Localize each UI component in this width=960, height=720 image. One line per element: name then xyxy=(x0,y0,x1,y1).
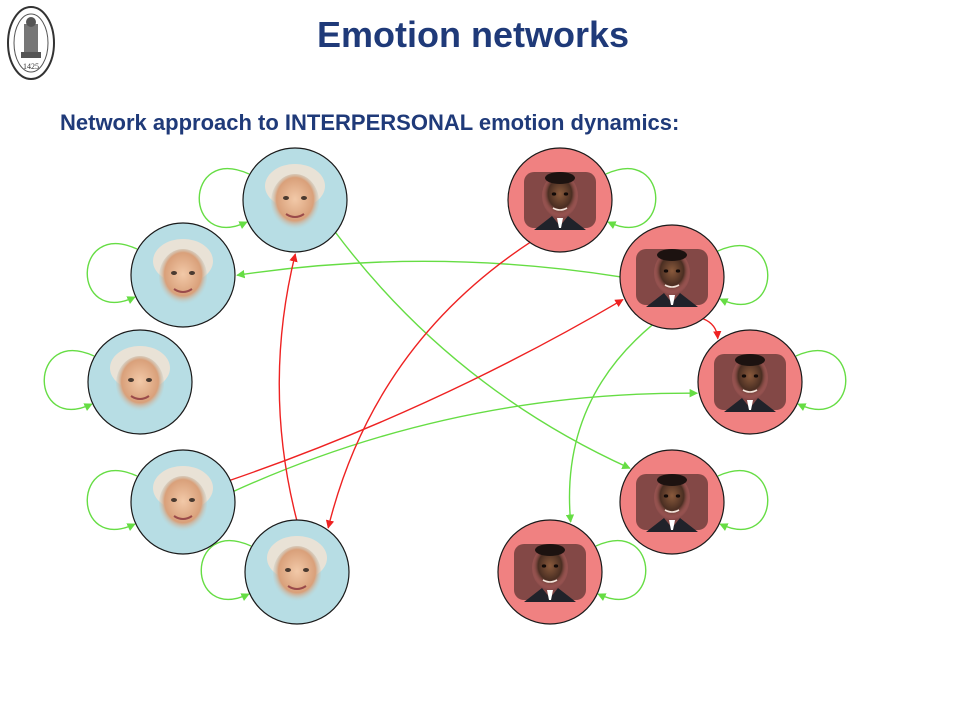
self-loop-L4 xyxy=(86,469,138,532)
node-L2 xyxy=(130,222,236,328)
face-icon xyxy=(636,249,708,307)
edge-L4-to-R3 xyxy=(233,388,699,492)
edge-layer xyxy=(230,232,722,529)
self-loop-R5 xyxy=(595,539,647,602)
self-loop-L3 xyxy=(43,349,95,412)
node-layer xyxy=(87,147,803,625)
edge-R1-to-L5 xyxy=(325,241,531,529)
self-loop-R4 xyxy=(717,469,769,532)
node-R3 xyxy=(697,329,803,435)
node-R2 xyxy=(619,224,725,330)
node-R5 xyxy=(497,519,603,625)
node-L3 xyxy=(87,329,193,435)
self-loop-R3 xyxy=(795,349,847,412)
seal-year: 1425 xyxy=(23,62,39,71)
self-loop-L2 xyxy=(86,242,138,305)
face-icon xyxy=(514,544,586,602)
face-icon xyxy=(714,354,786,412)
slide-title: Emotion networks xyxy=(316,14,630,55)
node-L4 xyxy=(130,449,236,555)
node-L1 xyxy=(242,147,348,253)
university-seal-icon: 1425 xyxy=(7,6,55,80)
self-loop-R1 xyxy=(605,167,657,230)
edge-R2-to-R5 xyxy=(565,324,653,523)
edge-R2-to-L2 xyxy=(236,260,621,279)
self-loop-layer xyxy=(43,167,847,602)
face-icon xyxy=(265,164,325,230)
face-icon xyxy=(636,474,708,532)
face-icon xyxy=(110,346,170,412)
edge-R2-to-R3 xyxy=(702,318,722,340)
self-loop-L5 xyxy=(200,539,252,602)
self-loop-L1 xyxy=(198,167,250,230)
face-icon xyxy=(153,466,213,532)
node-R1 xyxy=(507,147,613,253)
face-icon xyxy=(153,239,213,305)
face-icon xyxy=(267,536,327,602)
self-loop-R2 xyxy=(717,244,769,307)
edge-L4-to-R2 xyxy=(230,298,624,481)
slide-subtitle: Network approach to INTERPERSONAL emotio… xyxy=(60,110,680,135)
node-R4 xyxy=(619,449,725,555)
edge-L1-to-R4 xyxy=(335,232,631,469)
edge-L5-to-L1 xyxy=(278,253,298,521)
face-icon xyxy=(524,172,596,230)
node-L5 xyxy=(244,519,350,625)
